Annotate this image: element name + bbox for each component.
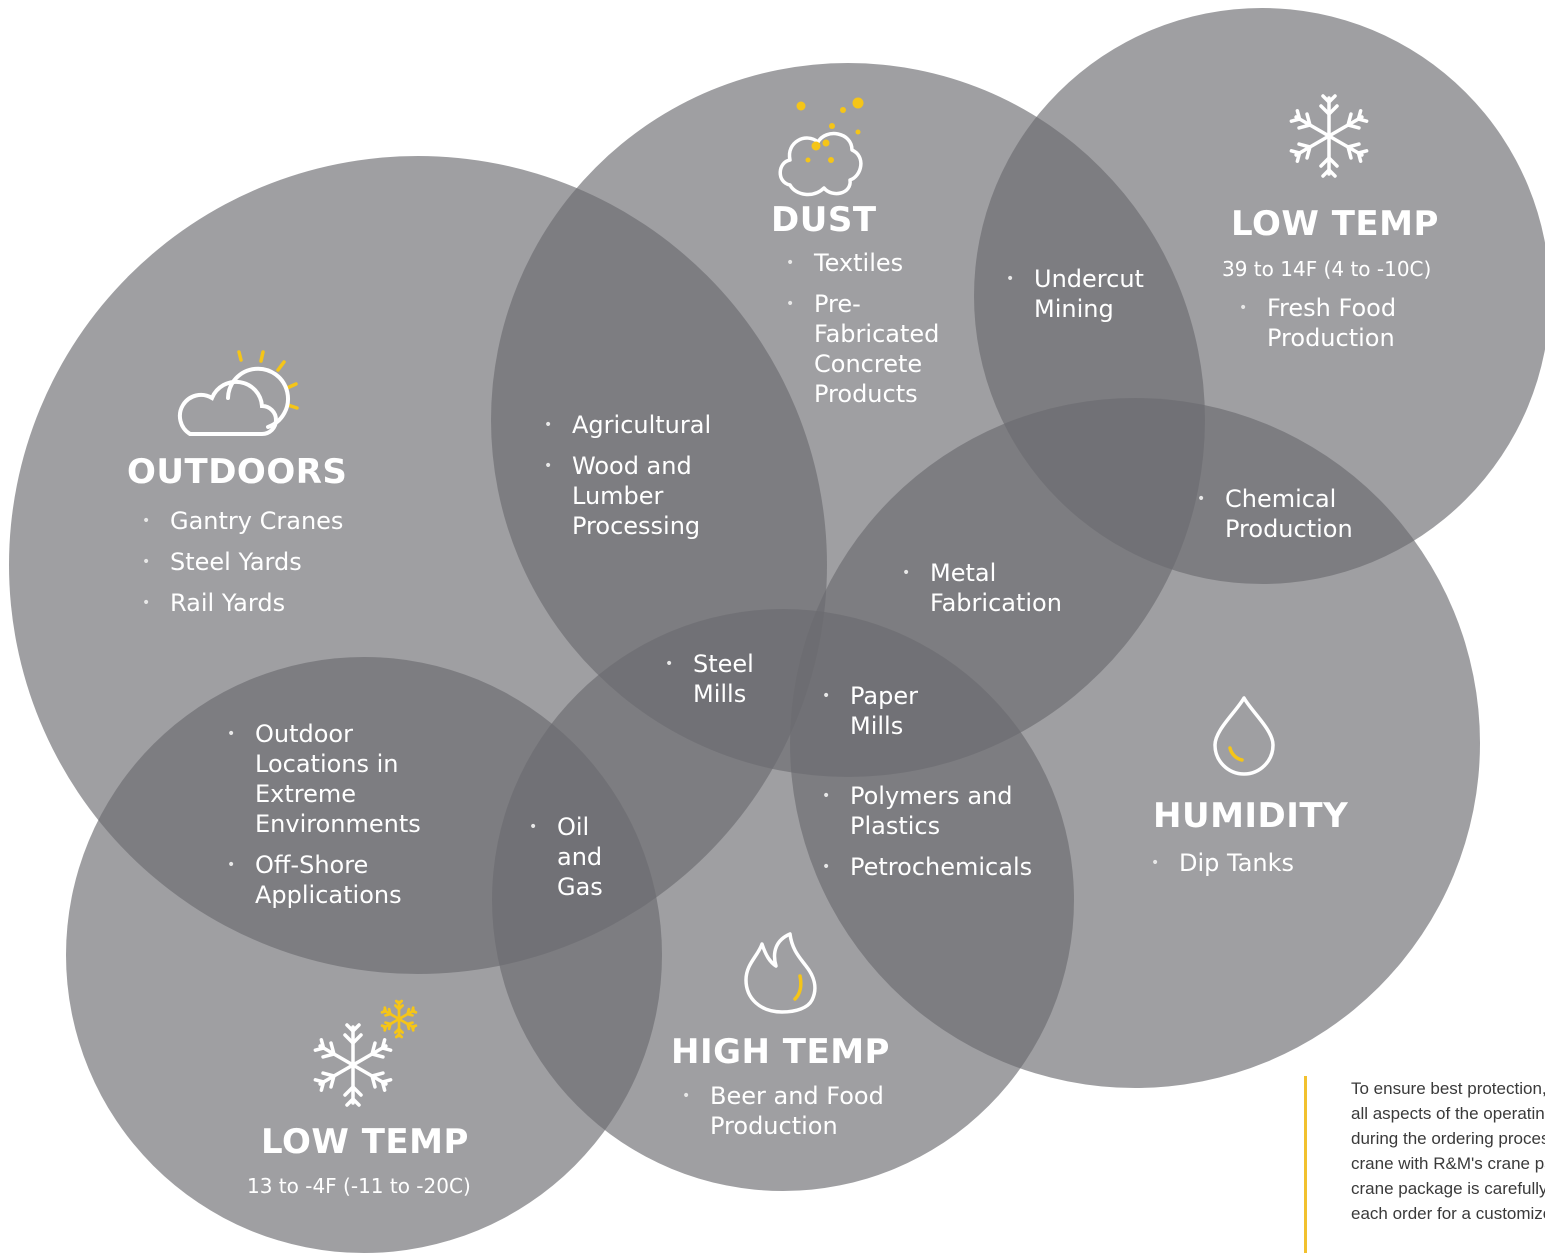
low-temp-top-title: LOW TEMP	[1231, 204, 1439, 244]
list-item: Textiles	[784, 248, 959, 278]
list-item: Pre-Fabricated Concrete Products	[784, 289, 959, 409]
list-item: Off-Shore Applications	[225, 850, 450, 910]
snowflake-icon	[1288, 94, 1370, 178]
humidity-high-temp-list: Polymers and Plastics Petrochemicals	[820, 781, 1060, 893]
dust-list: Textiles Pre-Fabricated Concrete Product…	[784, 248, 959, 420]
list-item: Agricultural	[542, 410, 757, 440]
center-right-list: Paper Mills	[820, 681, 930, 752]
oil-gas-list: Oil and Gas	[527, 812, 603, 913]
list-item: Steel Mills	[663, 649, 763, 709]
sun-cloud-icon	[177, 350, 299, 436]
list-item: Steel Yards	[140, 547, 400, 577]
info-note-text: To ensure best protection, provide detai…	[1351, 1079, 1545, 1223]
list-item: Metal Fabrication	[900, 558, 1100, 618]
dust-humidity-list: Metal Fabrication	[900, 558, 1100, 629]
list-item: Outdoor Locations in Extreme Environment…	[225, 719, 450, 839]
low-temp-bottom-title: LOW TEMP	[261, 1122, 469, 1162]
list-item: Dip Tanks	[1149, 848, 1369, 878]
humidity-title: HUMIDITY	[1153, 796, 1349, 836]
high-temp-title: HIGH TEMP	[671, 1032, 890, 1072]
outdoors-title: OUTDOORS	[127, 452, 348, 492]
low-temp-humidity-list: Chemical Production	[1195, 484, 1380, 555]
humidity-list: Dip Tanks	[1149, 848, 1369, 889]
outdoors-dust-list: Agricultural Wood and Lumber Processing	[542, 410, 757, 552]
water-drop-icon	[1213, 696, 1275, 776]
outdoors-low-temp-list: Outdoor Locations in Extreme Environment…	[225, 719, 450, 921]
list-item: Petrochemicals	[820, 852, 1060, 882]
high-temp-list: Beer and Food Production	[680, 1081, 930, 1152]
flame-icon	[744, 932, 817, 1014]
center-left-list: Steel Mills	[663, 649, 763, 720]
dust-title: DUST	[771, 200, 877, 240]
outdoors-list: Gantry Cranes Steel Yards Rail Yards	[140, 506, 400, 629]
list-item: Gantry Cranes	[140, 506, 400, 536]
low-temp-top-range: 39 to 14F (4 to -10C)	[1222, 257, 1432, 281]
list-item: Paper Mills	[820, 681, 930, 741]
low-temp-top-list: Fresh Food Production	[1237, 293, 1437, 364]
info-note: To ensure best protection, provide detai…	[1304, 1076, 1545, 1253]
dust-cloud-icon	[778, 97, 864, 197]
list-item: Beer and Food Production	[680, 1081, 930, 1141]
list-item: Oil and Gas	[527, 812, 603, 902]
dust-low-temp-list: Undercut Mining	[1004, 264, 1179, 335]
list-item: Chemical Production	[1195, 484, 1380, 544]
low-temp-bottom-range: 13 to -4F (-11 to -20C)	[247, 1174, 471, 1198]
list-item: Wood and Lumber Processing	[542, 451, 757, 541]
low-temp-bottom-circle	[66, 657, 662, 1253]
list-item: Rail Yards	[140, 588, 400, 618]
list-item: Polymers and Plastics	[820, 781, 1060, 841]
list-item: Undercut Mining	[1004, 264, 1179, 324]
list-item: Fresh Food Production	[1237, 293, 1437, 353]
